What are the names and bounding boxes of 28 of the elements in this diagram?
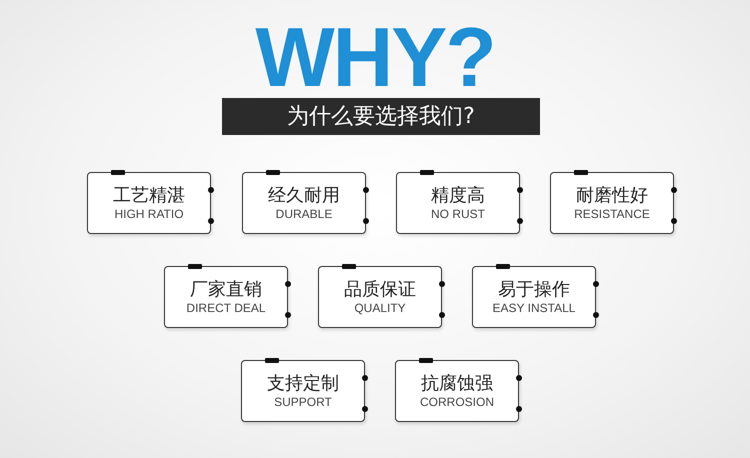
subtitle-banner: 为什么要选择我们? [222, 98, 540, 135]
feature-subtitle: DURABLE [276, 206, 332, 222]
feature-card [395, 360, 519, 422]
feature-card [164, 266, 288, 328]
feature-title: 支持定制 [267, 372, 339, 394]
feature-title: 易于操作 [498, 278, 570, 300]
feature-title: 厂家直销 [190, 278, 262, 300]
feature-subtitle: RESISTANCE [574, 206, 650, 222]
feature-card [242, 172, 366, 234]
feature-subtitle: HIGH RATIO [114, 206, 184, 222]
feature-card [472, 266, 596, 328]
feature-card [87, 172, 211, 234]
feature-subtitle: QUALITY [354, 300, 406, 316]
feature-card [241, 360, 365, 422]
feature-title: 品质保证 [344, 278, 416, 300]
feature-title: 工艺精湛 [113, 184, 185, 206]
feature-subtitle: CORROSION [420, 394, 494, 410]
feature-title: 耐磨性好 [576, 184, 648, 206]
feature-card [318, 266, 442, 328]
feature-subtitle: SUPPORT [274, 394, 332, 410]
feature-subtitle: EASY INSTALL [492, 300, 576, 316]
feature-title: 抗腐蚀强 [421, 372, 493, 394]
feature-card [396, 172, 520, 234]
feature-card [550, 172, 674, 234]
feature-subtitle: NO RUST [431, 206, 485, 222]
feature-title: 经久耐用 [268, 184, 340, 206]
feature-subtitle: DIRECT DEAL [186, 300, 266, 316]
feature-title: 精度高 [431, 184, 485, 206]
